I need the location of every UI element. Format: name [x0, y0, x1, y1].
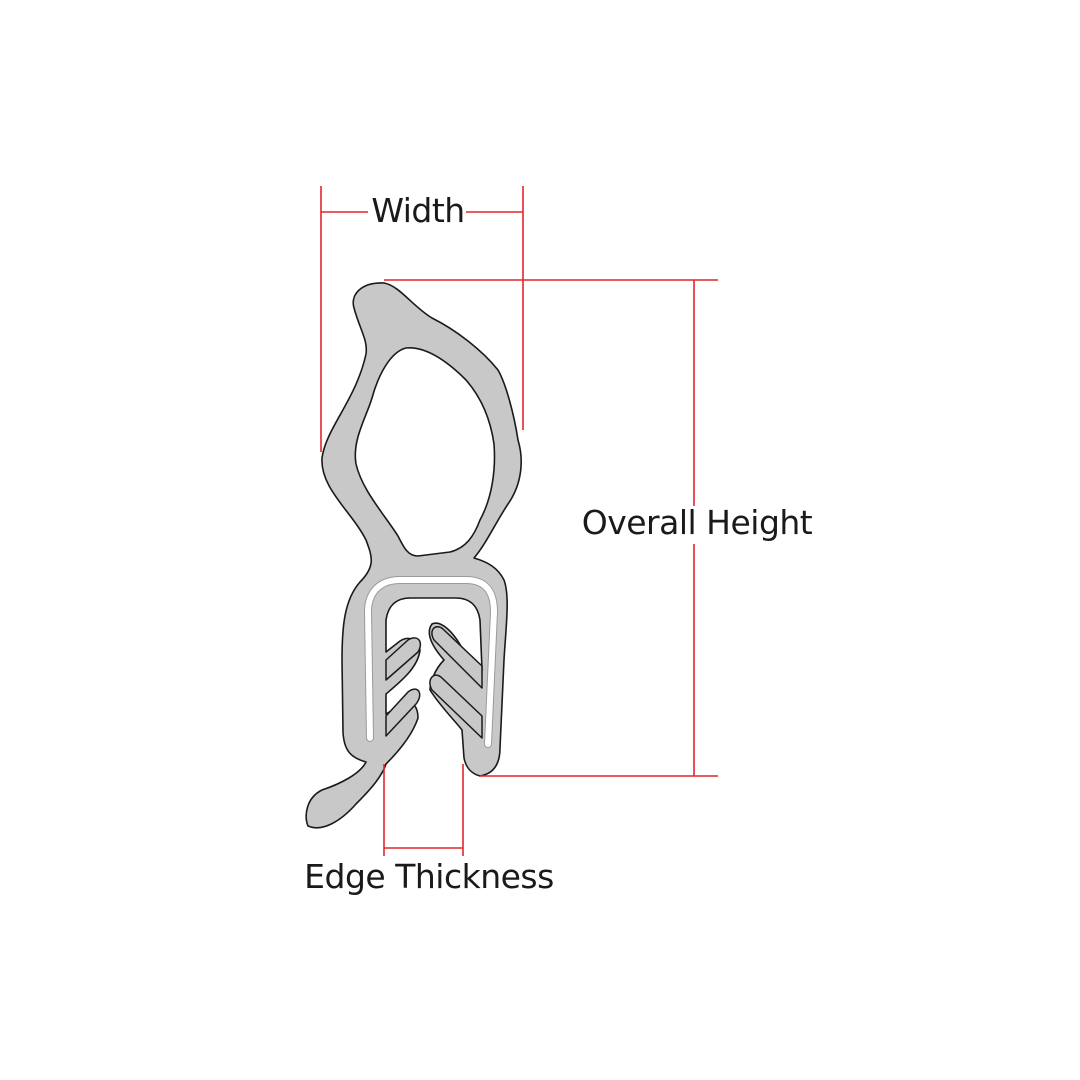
overall-height-label: Overall Height — [582, 503, 813, 542]
seal-profile — [305, 282, 522, 829]
bulb-hollow — [354, 347, 496, 557]
grip-fin-left-lower — [385, 688, 421, 737]
width-label: Width — [371, 191, 464, 230]
dimension-lines — [320, 186, 718, 856]
grip-fin-right-upper — [431, 626, 483, 689]
grip-fin-right-lower — [429, 674, 483, 739]
steel-core — [365, 577, 497, 747]
edge-thickness-label: Edge Thickness — [304, 857, 554, 896]
grip-fin-left-upper — [385, 637, 422, 681]
